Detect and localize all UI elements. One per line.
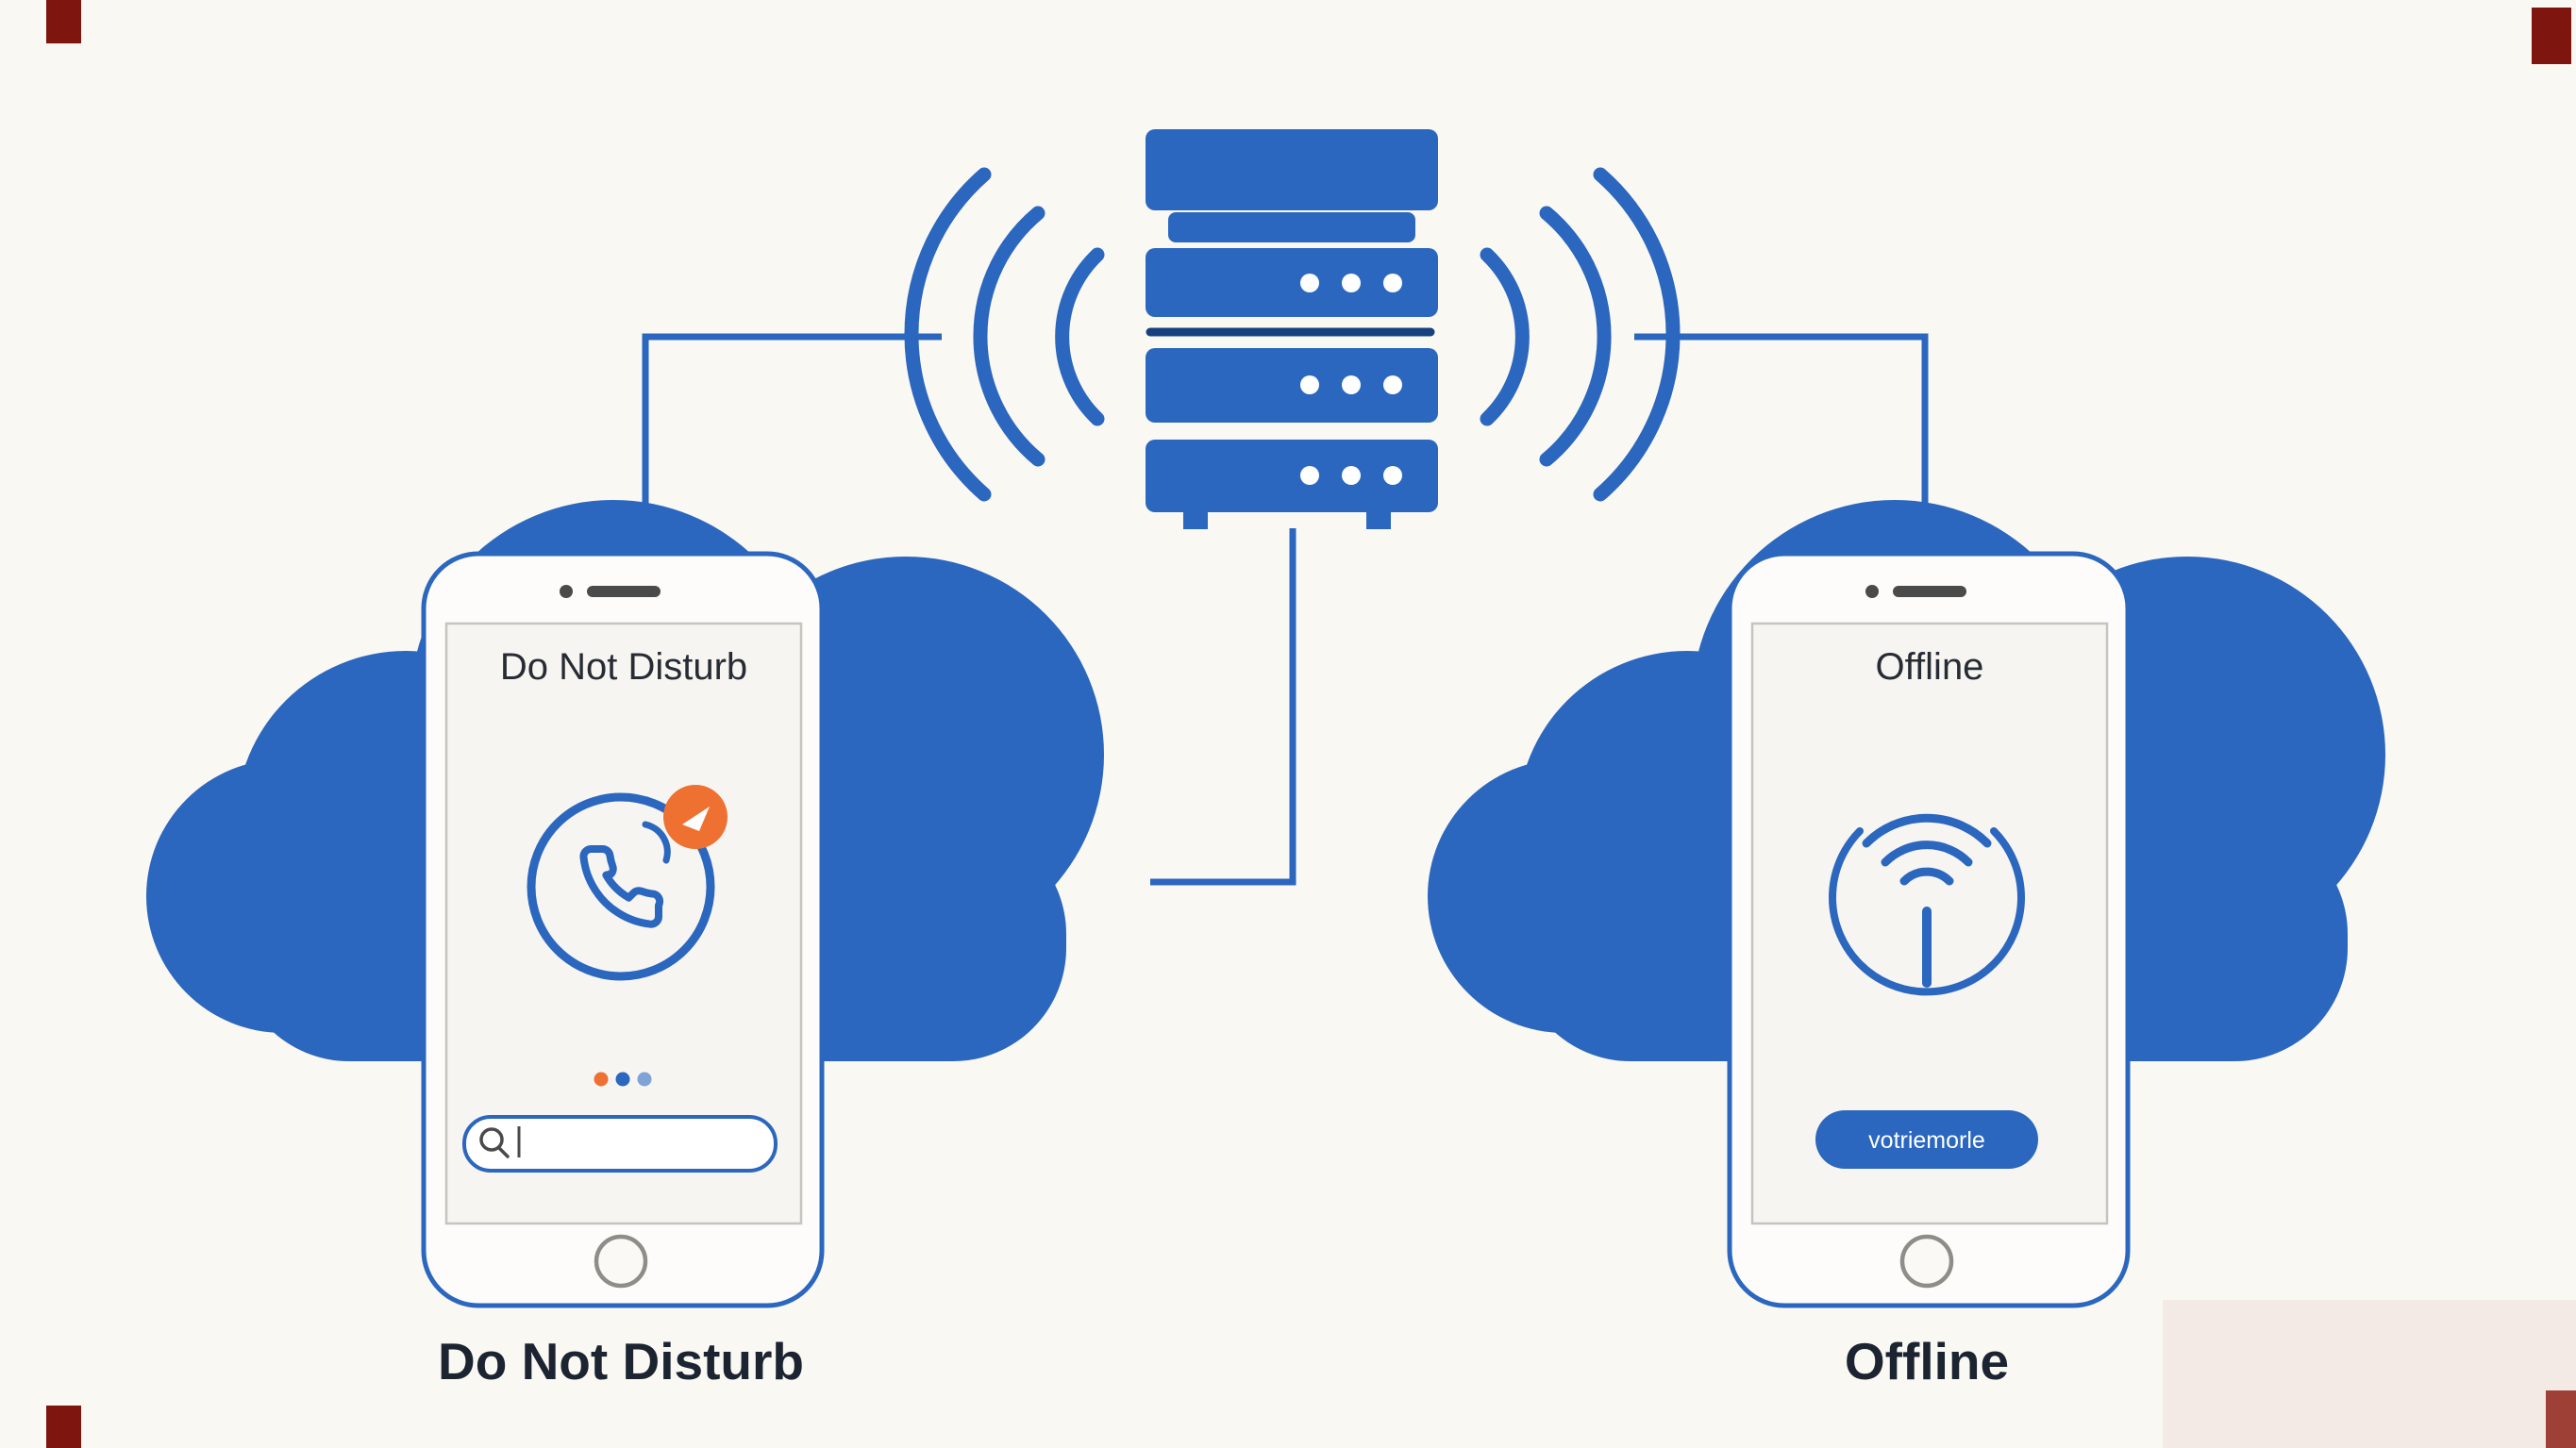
left-screen-title: Do Not Disturb [500, 646, 747, 688]
wifi-arc-large [1862, 813, 1992, 848]
dot [615, 1072, 630, 1087]
server-foot [1183, 512, 1208, 529]
server-top-slab [1146, 129, 1438, 210]
right-caption: Offline [1845, 1332, 2009, 1390]
search-icon-handle [497, 1146, 510, 1158]
server-led [1342, 274, 1361, 292]
server-led [1342, 375, 1361, 394]
server-unit-1 [1146, 248, 1438, 317]
server-unit-3 [1146, 440, 1438, 512]
camera-dot [1865, 585, 1879, 598]
button-pill [1815, 1110, 2038, 1169]
connector-right-line [1634, 333, 1929, 509]
wave-arc [1539, 206, 1612, 467]
server-led [1300, 274, 1319, 292]
wifi-offline-icon [1829, 813, 2025, 996]
server-rack-icon [1146, 129, 1438, 529]
corner-tint-bottom-right [2163, 1300, 2576, 1448]
wifi-icon-ring [1829, 827, 2025, 996]
server-unit-2 [1146, 348, 1438, 423]
connection-lines [642, 333, 1929, 886]
wifi-arc-medium [1881, 841, 1973, 867]
server-led [1342, 466, 1361, 485]
wave-arc [1055, 247, 1105, 426]
badge-glyph [682, 807, 710, 831]
wave-arc [1593, 167, 1681, 502]
wave-arc [973, 206, 1045, 467]
dot-active [594, 1072, 609, 1087]
server-led [1300, 466, 1319, 485]
camera-dot [560, 585, 573, 598]
server-led [1383, 274, 1402, 292]
signal-waves-right-icon [1480, 167, 1681, 502]
connector-left-line [642, 333, 942, 509]
connector-center-line [1150, 528, 1296, 886]
server-neck [1168, 212, 1415, 242]
wave-arc [904, 167, 992, 502]
corner-mark-bottom-left [46, 1406, 81, 1448]
wave-arc [1480, 247, 1530, 426]
sound-wave-glyph [642, 821, 671, 864]
server-foot [1366, 512, 1391, 529]
handset-glyph [579, 845, 664, 928]
home-button [594, 1234, 648, 1289]
search-pill [462, 1115, 778, 1173]
speaker-slit [1893, 586, 1966, 597]
corner-marks [46, 0, 2576, 1448]
corner-mark-top-right [2532, 8, 2571, 64]
home-button [1899, 1234, 1954, 1289]
server-led [1383, 466, 1402, 485]
button-label: votriemorle [1868, 1127, 1985, 1154]
corner-mark-top-left [46, 0, 81, 43]
speaker-slit [587, 586, 661, 597]
signal-waves-left-icon [904, 167, 1105, 502]
search-icon [479, 1127, 504, 1152]
right-screen-title: Offline [1876, 646, 1984, 688]
server-led [1383, 375, 1402, 394]
left-phone: Do Not Disturb [421, 551, 825, 1308]
server-led [1300, 375, 1319, 394]
phone-icon-ring [527, 792, 715, 981]
wifi-arc-small [1899, 867, 1954, 886]
dot [637, 1072, 652, 1087]
corner-mark-bottom-right [2546, 1390, 2576, 1448]
voicemail-button: votriemorle [1815, 1110, 2038, 1169]
left-caption: Do Not Disturb [438, 1332, 804, 1390]
right-phone: Offline votriemorle [1727, 551, 2131, 1308]
phone-call-icon [527, 785, 728, 981]
search-field [462, 1115, 778, 1173]
pagination-dots [594, 1072, 652, 1087]
